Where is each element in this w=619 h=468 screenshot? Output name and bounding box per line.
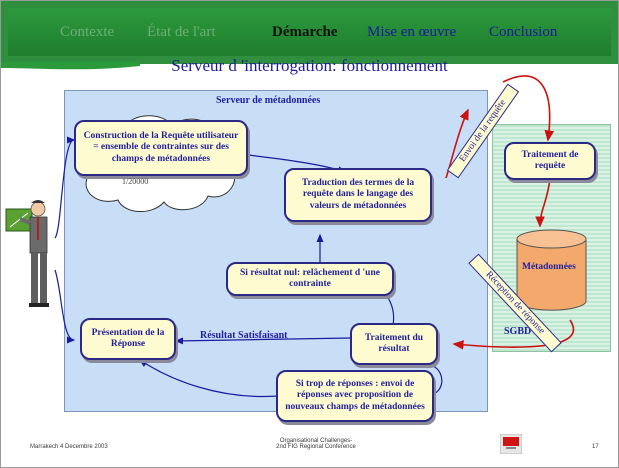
scale-label: 1/20000 xyxy=(122,177,149,186)
box-traitement-requete: Traitement de requête xyxy=(504,142,596,180)
footer-conference-line2: 2nd FIG Regional Conference xyxy=(276,444,356,450)
presenter-figure xyxy=(5,200,49,307)
nav-demarche[interactable]: Démarche xyxy=(272,24,338,40)
nav-mise-en-oeuvre[interactable]: Mise en œuvre xyxy=(367,24,457,40)
page-number: 17 xyxy=(592,444,599,450)
metadata-database-cylinder xyxy=(516,229,587,311)
nav-contexte[interactable]: Contexte xyxy=(60,24,115,40)
resultat-satisfaisant-label: Résultat Satisfaisant xyxy=(200,330,288,341)
box-trop-de-reponses: Si trop de réponses : envoi de réponses … xyxy=(276,370,434,422)
nav-etat-de-l-art[interactable]: État de l'art xyxy=(147,24,216,40)
box-traitement-resultat: Traitement du résultat xyxy=(350,323,438,365)
footer-location-date: Marrakech 4 Decembre 2003 xyxy=(30,444,108,450)
box-traduction-termes: Traduction des termes de la requête dans… xyxy=(284,168,432,222)
footer-conference-line1: Organisational Challenges- xyxy=(279,438,353,444)
box-relachement-contrainte: Si résultat nul: relâchement d 'une cont… xyxy=(226,262,394,296)
box-presentation-reponse: Présentation de la Réponse xyxy=(80,318,176,360)
footer-conference: Organisational Challenges- 2nd FIG Regio… xyxy=(256,438,376,450)
conference-logo-icon xyxy=(500,434,522,454)
panel-title: Serveur de métadonnées xyxy=(216,95,321,106)
box-construction-requete: Construction de la Requête utilisateur =… xyxy=(74,120,248,176)
metadonnees-label: Métadonnées xyxy=(522,262,576,272)
nav-conclusion[interactable]: Conclusion xyxy=(489,24,558,40)
title-wave-decoration xyxy=(0,62,140,70)
slide-title: Serveur d 'interrogation: fonctionnement xyxy=(171,56,448,75)
header-bar xyxy=(0,0,619,64)
sgbd-label: SGBD xyxy=(504,326,532,337)
